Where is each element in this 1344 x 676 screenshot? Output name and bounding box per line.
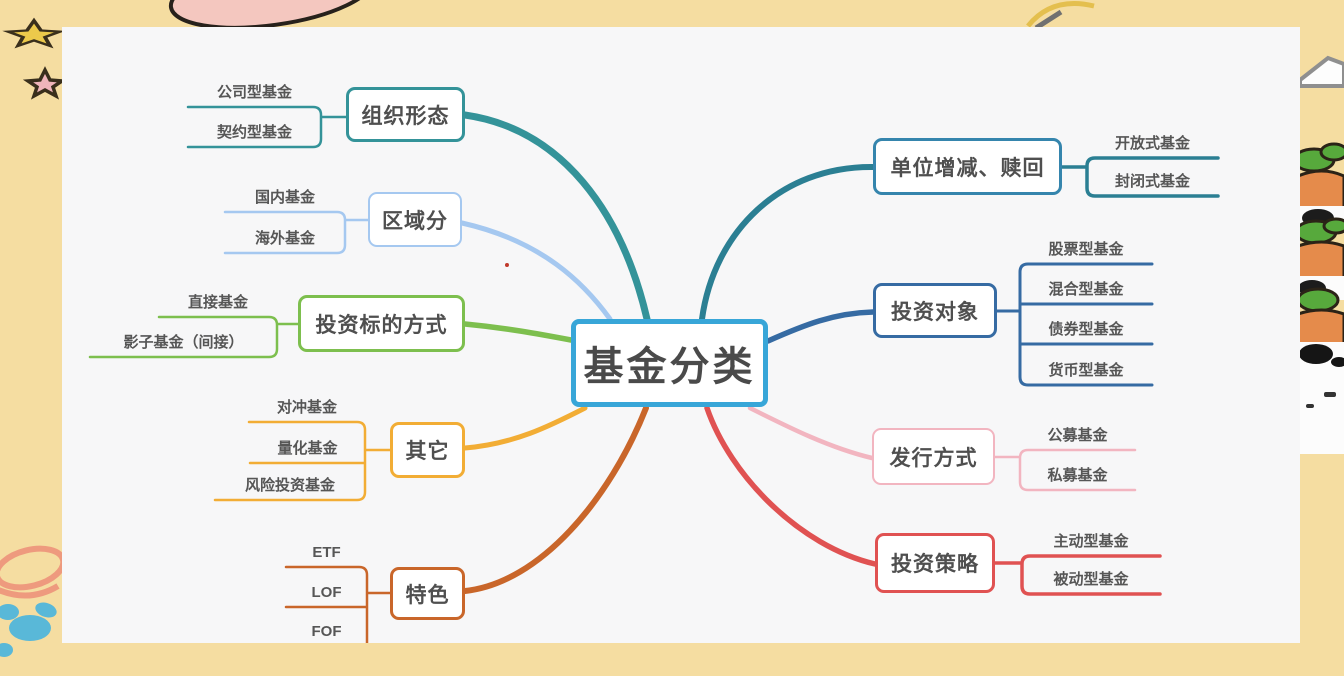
subtopic-hedge-fund[interactable]: 对冲基金	[276, 399, 337, 416]
central-topic-fund-classification[interactable]: 基金分类	[571, 319, 768, 407]
carrot-pattern-icon	[1292, 55, 1344, 454]
connector-target-method	[88, 315, 300, 359]
connector-organization-form	[186, 105, 348, 149]
subtopic-contract-type-fund[interactable]: 契约型基金	[216, 124, 292, 141]
topic-unit-redeem[interactable]: 单位增减、赎回	[873, 138, 1062, 195]
yellow-curve-icon	[1026, 1, 1095, 28]
subtopic-public-fund[interactable]: 公募基金	[1047, 427, 1108, 444]
yellow-star-icon	[2, 17, 66, 49]
pink-star-icon	[22, 66, 68, 100]
subtopic-passive-fund[interactable]: 被动型基金	[1053, 571, 1129, 588]
branch-curve-target-method	[462, 321, 574, 343]
topic-organization-form[interactable]: 组织形态	[346, 87, 465, 142]
subtopic-private-fund[interactable]: 私募基金	[1047, 467, 1108, 484]
mindmap-canvas: 基金分类 组织形态 区域分 投资标的方式 其它 特色 单位增减、赎回 投资对象 …	[62, 27, 1300, 643]
topic-target-method[interactable]: 投资标的方式	[298, 295, 465, 352]
swirl-doodle-icon	[0, 545, 67, 599]
subtopic-stock-fund[interactable]: 股票型基金	[1048, 241, 1124, 258]
connector-unit-redeem	[1060, 156, 1220, 198]
subtopic-domestic-fund[interactable]: 国内基金	[254, 189, 315, 206]
subtopic-venture-fund[interactable]: 风险投资基金	[244, 477, 335, 494]
topic-other[interactable]: 其它	[390, 422, 465, 478]
pink-blob-icon	[168, 0, 376, 30]
branch-curve-investment-strategy	[704, 405, 878, 567]
subtopic-company-type-fund[interactable]: 公司型基金	[216, 84, 292, 101]
connector-issue-method	[993, 448, 1137, 492]
branch-curve-issue-method	[747, 405, 875, 461]
topic-special[interactable]: 特色	[390, 567, 465, 620]
topic-investment-strategy[interactable]: 投资策略	[875, 533, 995, 593]
branch-links	[88, 105, 1220, 643]
subtopic-direct-fund[interactable]: 直接基金	[187, 294, 248, 311]
pointer-dot	[505, 263, 509, 267]
subtopic-active-fund[interactable]: 主动型基金	[1053, 533, 1129, 550]
subtopic-overseas-fund[interactable]: 海外基金	[254, 230, 315, 247]
gray-line-icon	[1034, 9, 1063, 31]
connector-special	[284, 565, 392, 643]
connector-region	[223, 210, 370, 255]
blue-paw-dots-icon	[0, 602, 57, 657]
subtopic-money-fund[interactable]: 货币型基金	[1048, 362, 1124, 379]
connector-other	[213, 420, 392, 502]
subtopic-lof[interactable]: LOF	[311, 584, 342, 601]
subtopic-shadow-fund[interactable]: 影子基金（间接）	[123, 334, 244, 351]
topic-region[interactable]: 区域分	[368, 192, 462, 247]
subtopic-hybrid-fund[interactable]: 混合型基金	[1048, 281, 1124, 298]
subtopic-quant-fund[interactable]: 量化基金	[277, 440, 338, 457]
connector-investment-object	[995, 262, 1154, 387]
branch-curve-investment-object	[765, 309, 876, 344]
branch-curve-other	[462, 405, 588, 451]
branch-curve-organization-form	[461, 111, 651, 323]
subtopic-fof[interactable]: FOF	[311, 623, 342, 640]
connector-investment-strategy	[993, 554, 1162, 596]
subtopic-open-end-fund[interactable]: 开放式基金	[1114, 135, 1190, 152]
branch-curve-unit-redeem	[699, 163, 876, 322]
branch-curve-region	[459, 220, 613, 322]
subtopic-etf[interactable]: ETF	[312, 544, 341, 561]
branch-curve-special	[462, 405, 649, 594]
subtopic-closed-end-fund[interactable]: 封闭式基金	[1114, 173, 1190, 190]
topic-investment-object[interactable]: 投资对象	[873, 283, 997, 338]
topic-issue-method[interactable]: 发行方式	[872, 428, 995, 485]
subtopic-bond-fund[interactable]: 债券型基金	[1048, 321, 1124, 338]
